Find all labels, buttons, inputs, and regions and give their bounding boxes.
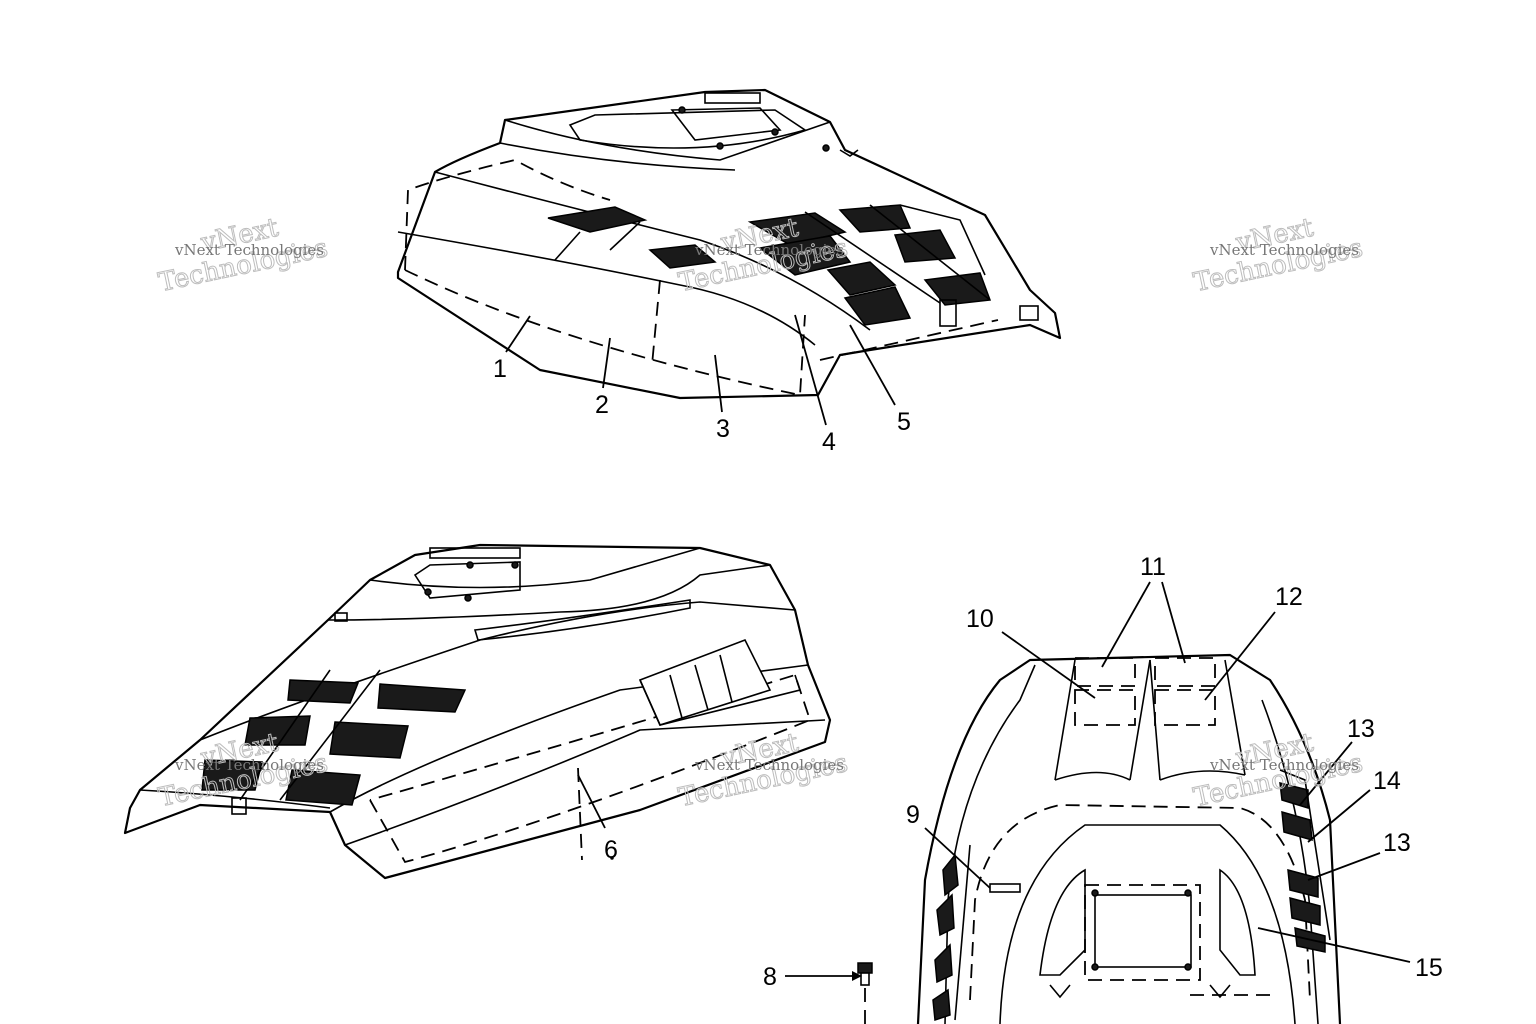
callout-10: 10 <box>966 605 994 633</box>
svg-text:vNext Technologies: vNext Technologies <box>1209 241 1359 259</box>
hood-right-side-view <box>123 543 832 880</box>
svg-text:vNext Technologies: vNext Technologies <box>174 756 324 774</box>
watermark-6: vNext Technologies vNext Technologies <box>1190 727 1366 813</box>
callout-6: 6 <box>604 836 618 864</box>
callout-5: 5 <box>897 408 911 436</box>
leader-lines <box>505 314 1411 981</box>
svg-text:vNext Technologies: vNext Technologies <box>1209 756 1359 774</box>
callout-11: 11 <box>1140 553 1166 581</box>
callout-2: 2 <box>595 391 609 419</box>
callout-15: 15 <box>1415 954 1443 982</box>
hood-left-side-view <box>396 88 1062 400</box>
callout-labels: 1 2 3 4 5 6 8 9 10 11 12 13 14 13 15 <box>493 355 1443 991</box>
callout-13-upper: 13 <box>1347 715 1375 743</box>
callout-12: 12 <box>1275 583 1303 611</box>
callout-13-lower: 13 <box>1383 829 1411 857</box>
callout-3: 3 <box>716 415 730 443</box>
svg-text:vNext Technologies: vNext Technologies <box>694 241 844 259</box>
hood-rear-view <box>857 653 1342 1024</box>
svg-text:vNext Technologies: vNext Technologies <box>174 241 324 259</box>
svg-text:vNext Technologies: vNext Technologies <box>694 756 844 774</box>
callout-1: 1 <box>493 355 507 383</box>
callout-4: 4 <box>822 428 836 456</box>
watermark-3: vNext Technologies vNext Technologies <box>1190 212 1366 298</box>
callout-14: 14 <box>1373 767 1401 795</box>
callout-9: 9 <box>906 801 920 829</box>
watermark-5: vNext Technologies vNext Technologies <box>675 727 851 813</box>
callout-8: 8 <box>763 963 777 991</box>
watermark-1: vNext Technologies vNext Technologies <box>155 212 331 298</box>
